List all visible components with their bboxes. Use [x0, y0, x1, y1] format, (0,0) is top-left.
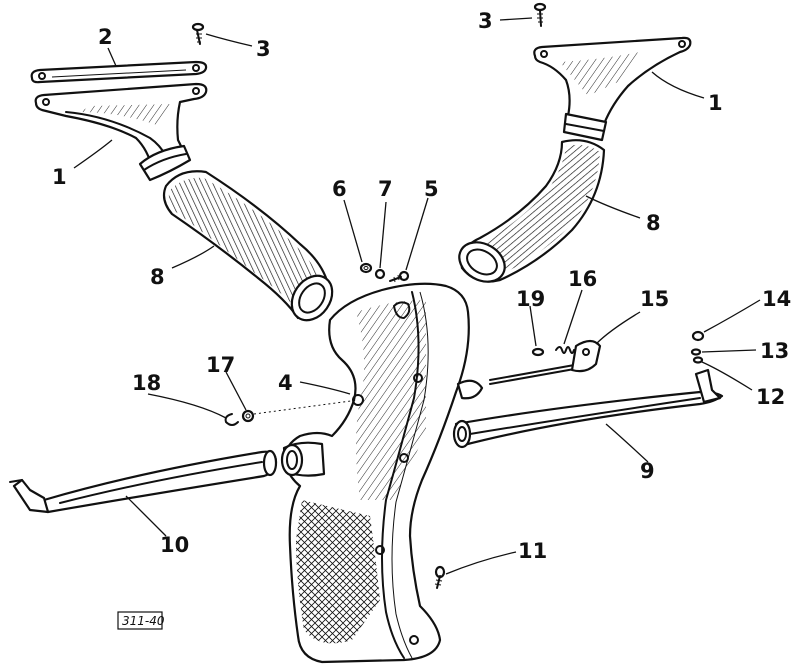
control-tube-left-part-9 — [9, 449, 278, 514]
leader-10 — [605, 423, 649, 463]
callout-2: 2 — [98, 25, 113, 49]
callout-17: 18 — [132, 371, 161, 395]
leader-9 — [125, 495, 167, 537]
leader-8-right — [585, 195, 641, 219]
callout-19: 19 — [516, 287, 545, 311]
vent-nozzle-right-part-1 — [533, 36, 692, 142]
callout-6: 6 — [332, 177, 347, 201]
washer-part-6 — [359, 262, 373, 274]
assembly-line-left — [253, 399, 359, 415]
callout-5: 5 — [424, 177, 439, 201]
flexible-hose-left-part-8 — [162, 170, 334, 322]
leader-11 — [445, 551, 517, 575]
callout-9: 10 — [160, 533, 189, 557]
leader-14 — [703, 299, 761, 333]
leader-16 — [225, 371, 247, 411]
leader-6 — [343, 199, 363, 263]
reference-code: 311-40 — [122, 614, 165, 628]
callout-15: 15 — [640, 287, 669, 311]
callout-labels: 2 3 3 1 1 8 8 6 7 5 4 18 17 19 16 15 14 … — [52, 9, 791, 563]
screw-part-5 — [389, 270, 410, 283]
leader-19 — [529, 305, 537, 347]
leader-5 — [405, 197, 429, 271]
leader-4 — [299, 381, 351, 395]
leader-8-left — [171, 245, 215, 269]
circlip-part-17 — [224, 413, 239, 426]
leader-17 — [147, 393, 227, 419]
leader-7 — [379, 201, 387, 269]
washer-part-14 — [691, 330, 705, 342]
callout-13: 13 — [760, 339, 789, 363]
callout-3-right: 3 — [478, 9, 493, 33]
callout-4: 4 — [278, 371, 293, 395]
leader-1-right — [651, 71, 705, 99]
flexible-hose-right-part-8 — [458, 139, 606, 283]
screw-left-part-3 — [191, 22, 205, 45]
callout-18: 16 — [568, 267, 597, 291]
callout-7: 7 — [378, 177, 393, 201]
spring-part-18 — [555, 346, 575, 354]
callout-14: 14 — [762, 287, 791, 311]
callout-8-left: 8 — [150, 265, 165, 289]
leader-18 — [563, 289, 583, 345]
callout-11: 11 — [518, 539, 547, 563]
leader-2 — [107, 47, 117, 67]
reference-code-box: 311-40 — [117, 611, 165, 630]
callout-16: 17 — [206, 353, 235, 377]
pin-part-19 — [531, 347, 545, 357]
callout-12: 12 — [756, 385, 785, 409]
leader-13 — [701, 349, 757, 353]
leader-15 — [595, 311, 641, 345]
control-tube-right-part-10 — [452, 368, 724, 449]
washer-part-13 — [690, 348, 702, 356]
vent-nozzle-left-part-1 — [34, 82, 208, 182]
lever-rod-part-15 — [489, 339, 602, 385]
leader-1-left — [73, 139, 113, 169]
callout-3-left: 3 — [256, 37, 271, 61]
callout-1-left: 1 — [52, 165, 67, 189]
leader-lines — [73, 17, 761, 575]
callout-1-right: 1 — [708, 91, 723, 115]
screw-right-part-3 — [533, 2, 547, 27]
leader-12 — [701, 361, 753, 391]
callout-10: 9 — [640, 459, 655, 483]
leader-3-right — [499, 17, 533, 21]
gasket-strip-part-2 — [30, 60, 208, 84]
callout-8-right: 8 — [646, 211, 661, 235]
washer-part-12 — [692, 356, 704, 364]
heater-housing-part-4 — [280, 282, 484, 664]
screw-part-11 — [434, 565, 446, 589]
leader-3-left — [205, 33, 253, 47]
washer-part-16 — [241, 409, 255, 423]
washer-part-7 — [374, 268, 386, 280]
